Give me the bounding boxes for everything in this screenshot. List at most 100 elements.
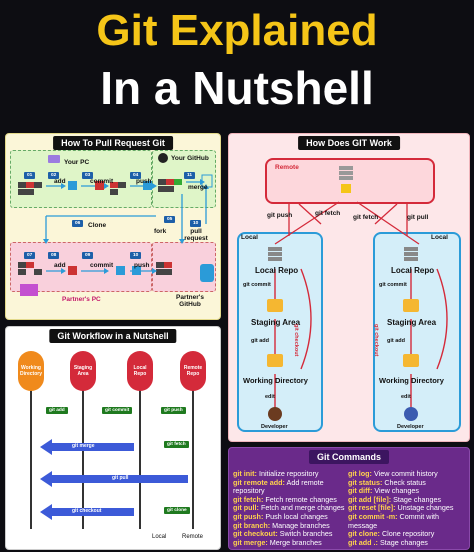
edit-label-right: edit (401, 394, 411, 400)
step-merge-label: merge (188, 184, 208, 191)
clone-label: Clone (88, 222, 107, 229)
remote-server-icon (339, 166, 353, 193)
partners-github-label: Partner's GitHub (176, 294, 204, 308)
cmd-row: git diff: View changes (348, 486, 419, 496)
wf-git-add: git add (46, 407, 68, 414)
step-10: 10 (130, 252, 142, 259)
title-line1: Git Explained (96, 6, 378, 55)
working-folder-right (403, 354, 419, 367)
git-checkout-label-right: git checkout (373, 324, 379, 357)
staging-folder-left (267, 299, 283, 312)
workflow-arrows (40, 439, 188, 520)
cmd-row: git reset [file]: Unstage changes (348, 503, 454, 513)
staging-area-label-right: Staging Area (387, 318, 437, 327)
partners-pc-label: Partner's PC (62, 296, 101, 303)
cmd-row: git clone: Clone repository (348, 529, 435, 539)
partner-pc-icon (20, 284, 38, 296)
cmd-row: repository (233, 486, 265, 496)
staging-folder-right (403, 299, 419, 312)
wf-git-pull: git pull (112, 475, 129, 481)
git-fetch-label-left: git fetch (315, 210, 341, 217)
wf-git-fetch: git fetch (164, 441, 189, 448)
wf-git-checkout: git checkout (72, 508, 102, 514)
git-add-label-left: git add (251, 338, 270, 344)
step-02: 02 (48, 172, 60, 179)
step-add-label-bottom: add (54, 262, 66, 269)
lane-working (30, 387, 32, 529)
column-staging-area: Staging Area (70, 351, 96, 391)
step-push-label: push (136, 178, 152, 185)
step-05: 05 (164, 216, 176, 223)
pull-request-diagram (18, 174, 214, 296)
partner-device-icon (200, 264, 214, 282)
wf-git-merge: git merge (72, 443, 95, 449)
cmd-row: git push: Push local changes (233, 511, 328, 521)
local-repo-icon-right (404, 247, 418, 261)
step-push-label-bottom: push (134, 262, 150, 269)
github-icon (158, 153, 168, 163)
cmd-row: git merge: Merge branches (233, 537, 322, 547)
git-add-label-right: git add (387, 338, 406, 344)
step-06: 06 (72, 220, 84, 227)
step-11: 11 (184, 172, 196, 179)
lane-remote (192, 387, 194, 529)
git-commit-label-right: git commit (379, 282, 407, 288)
git-work-header: How Does GIT Work (298, 136, 400, 150)
fork-label: fork (154, 228, 167, 235)
git-push-label: git push (267, 212, 293, 219)
your-github-label: Your GitHub (171, 155, 209, 162)
wf-git-push: git push (161, 407, 186, 414)
commands-right-column: git log: View commit history git status:… (348, 469, 466, 547)
working-folder-left (267, 354, 283, 367)
working-directory-label-right: Working Directory (379, 376, 444, 385)
step-03: 03 (82, 172, 94, 179)
pull-request-header: How To Pull Request Git (53, 136, 173, 150)
cmd-row: git status: Check status (348, 477, 426, 487)
cmd-row: git fetch: Fetch remote changes (233, 494, 337, 504)
step-01: 01 (24, 172, 36, 179)
step-04: 04 (130, 172, 142, 179)
workflow-header: Git Workflow in a Nutshell (49, 329, 177, 343)
cmd-row: git log: View commit history (348, 469, 438, 478)
git-work-panel: How Does GIT Work Remote Local Local (228, 133, 470, 442)
edit-label-left: edit (265, 394, 275, 400)
local-zone-left (237, 232, 323, 432)
wf-footer-remote: Remote (182, 534, 204, 540)
developer-icon-right (404, 407, 418, 421)
your-pc-label: Your PC (64, 159, 90, 166)
lane-local (139, 387, 141, 529)
workflow-panel: Git Workflow in a Nutshell Working Direc… (5, 326, 221, 550)
column-local-repo: Local Repo (127, 351, 153, 391)
local-label-left: Local (241, 234, 258, 241)
pull-request-panel: How To Pull Request Git Your PC Your Git… (5, 133, 221, 320)
cmd-row: git add [file]: Stage changes (348, 494, 442, 504)
cmd-row: message (348, 520, 378, 530)
local-repo-label-right: Local Repo (391, 266, 435, 275)
local-repo-icon-left (268, 247, 282, 261)
step-09: 09 (82, 252, 94, 259)
cmd-row: git add .: Stage changes (348, 537, 428, 547)
developer-label-right: Developer (397, 424, 424, 430)
wf-footer-local: Local (152, 534, 167, 540)
step-07: 07 (24, 252, 36, 259)
github-repo-blocks-top (158, 179, 182, 192)
cmd-row: git branch: Manage branches (233, 520, 330, 530)
local-repo-label-left: Local Repo (255, 266, 299, 275)
step-commit-label-bottom: commit (90, 262, 114, 269)
developer-label-left: Developer (261, 424, 288, 430)
local-repo-blocks-top (18, 182, 126, 195)
cmd-row: git init: Initialize repository (233, 469, 319, 478)
cmd-row: git pull: Fetch and merge changes (233, 503, 345, 513)
remote-zone (265, 158, 435, 204)
working-directory-label-left: Working Directory (243, 376, 308, 385)
remote-label: Remote (275, 164, 299, 171)
wf-git-commit: git commit (102, 407, 133, 414)
step-add-label: add (54, 178, 66, 185)
column-remote-repo: Remote Repo (180, 351, 206, 391)
developer-icon-left (268, 407, 282, 421)
step-08: 08 (48, 252, 60, 259)
git-fetch-label-right: git fetch (353, 214, 379, 221)
git-checkout-label-left: git checkout (293, 324, 299, 357)
step-commit-label: commit (90, 178, 114, 185)
commands-left-column: git init: Initialize repository git remo… (233, 469, 345, 547)
